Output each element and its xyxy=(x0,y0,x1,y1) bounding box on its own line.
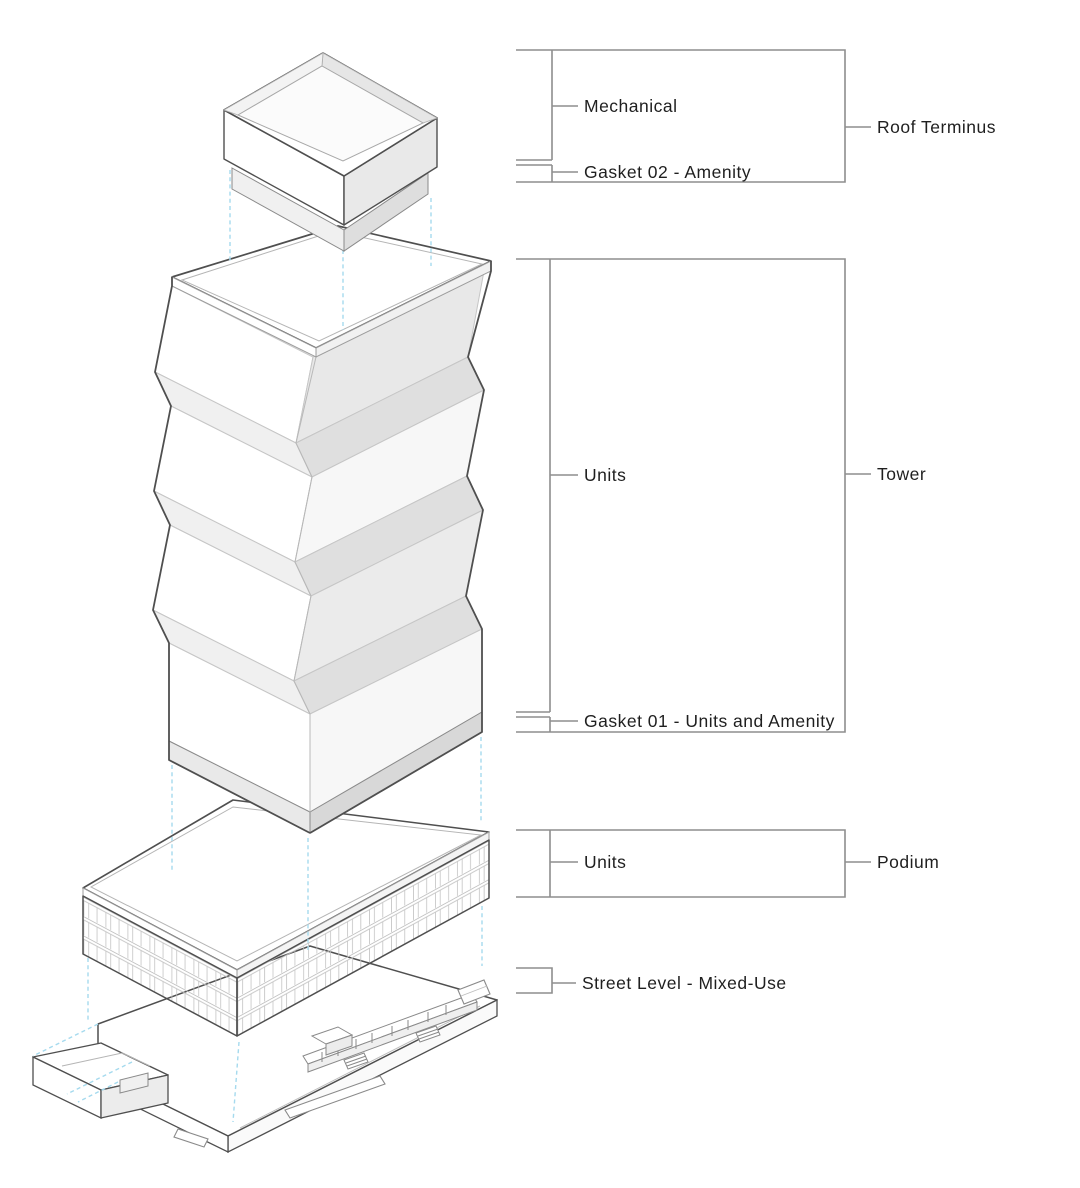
podium-wall-right-grid xyxy=(237,839,489,1036)
mech-tray-floor xyxy=(236,65,425,162)
tower-right-face xyxy=(293,270,485,813)
label-podium-units: Units xyxy=(584,852,626,872)
roof-section-box xyxy=(516,49,846,183)
tower-section-box xyxy=(516,258,846,733)
tower-mass xyxy=(152,225,492,834)
street-corner-block xyxy=(457,979,491,1005)
tower-left-bracket xyxy=(516,259,551,713)
annotation-street-level xyxy=(516,967,576,994)
corner-box-step xyxy=(119,1072,149,1094)
tower-front-corner-line xyxy=(293,356,317,812)
tower-gasket-bracket xyxy=(516,716,551,732)
tower-silhouette-right xyxy=(309,261,492,834)
label-podium: Podium xyxy=(877,852,939,872)
podium-roof-parapet-line xyxy=(89,806,483,962)
roof-gasket-bracket xyxy=(516,164,553,182)
label-tower: Tower xyxy=(877,464,926,484)
street-stairs-1 xyxy=(343,1052,369,1070)
detached-corner-box xyxy=(32,1042,169,1120)
tower-silhouette-left xyxy=(152,277,311,834)
podium-wall-right-outline xyxy=(236,839,490,1037)
annotation-podium xyxy=(516,829,871,898)
street-curb-line xyxy=(239,1005,481,1129)
podium-wall-left-grid xyxy=(83,896,237,1037)
guide-dashes-podium-to-street xyxy=(87,906,483,1123)
label-gasket-02: Gasket 02 - Amenity xyxy=(584,162,751,182)
annotation-roof-terminus xyxy=(516,49,871,183)
annotation-tower xyxy=(516,258,871,733)
label-gasket-01: Gasket 01 - Units and Amenity xyxy=(584,711,835,731)
guide-dashes-mech-to-tower xyxy=(229,170,432,330)
podium-mass xyxy=(82,799,490,1037)
street-bracket xyxy=(516,967,553,994)
mech-base-slab-right xyxy=(343,172,429,252)
street-small-box-face xyxy=(325,1034,353,1056)
roof-left-bracket xyxy=(516,50,553,161)
street-stairs-2 xyxy=(415,1025,441,1043)
label-roof-terminus: Roof Terminus xyxy=(877,117,996,137)
mechanical-box xyxy=(222,52,439,252)
tower-left-face xyxy=(152,285,314,813)
podium-section-box xyxy=(516,829,846,898)
label-mechanical: Mechanical xyxy=(584,96,678,116)
guide-dashes-tower-to-podium xyxy=(171,737,482,952)
tower-roof-parapet-line xyxy=(180,230,484,342)
label-street-level: Street Level - Mixed-Use xyxy=(582,973,787,993)
corner-box-step-line xyxy=(61,1052,151,1067)
guide-dashes-corner-box xyxy=(32,1023,133,1103)
label-tower-units: Units xyxy=(584,465,626,485)
street-plank-long xyxy=(284,1075,386,1119)
street-plank-short xyxy=(173,1128,209,1148)
